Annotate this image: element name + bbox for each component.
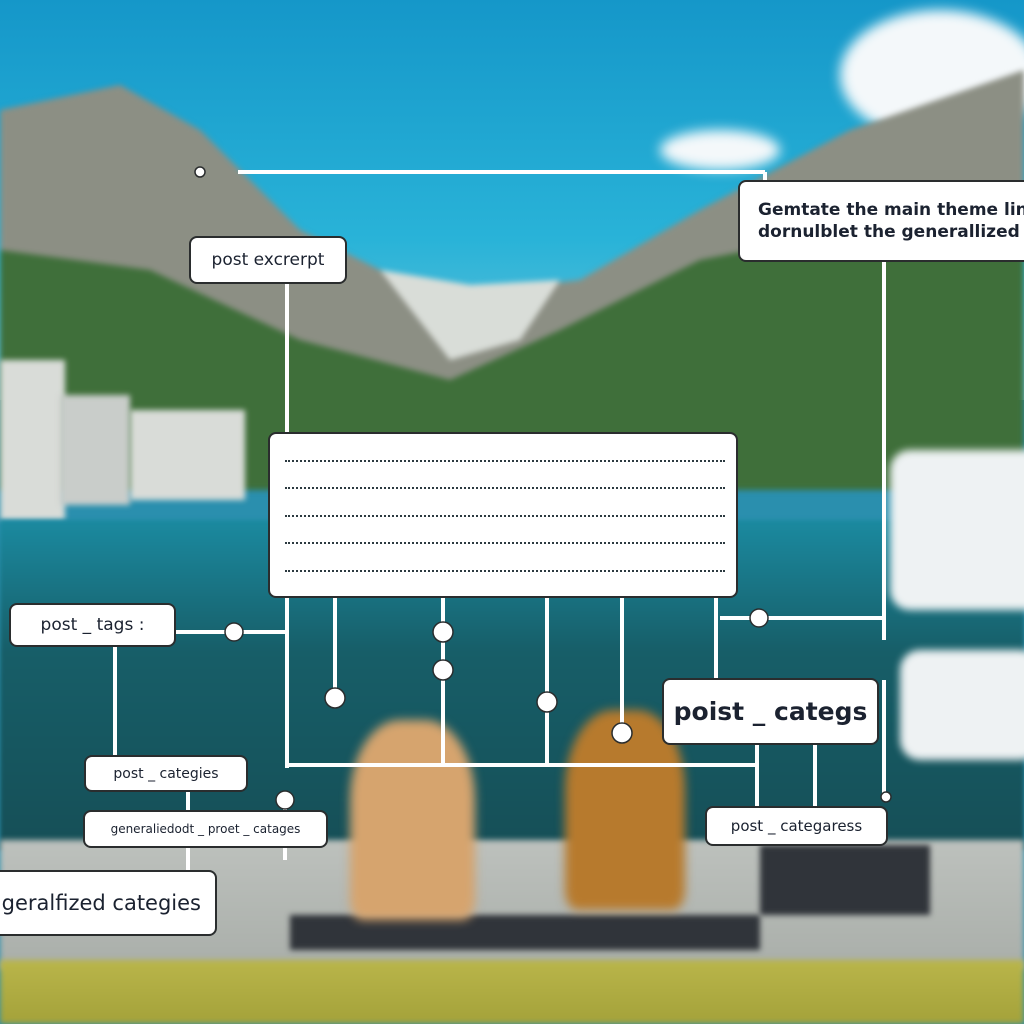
- post-excerpt-box: post excrerpt: [189, 236, 347, 284]
- building: [0, 360, 65, 520]
- building: [60, 395, 130, 505]
- building: [130, 410, 245, 500]
- text-placeholder-line: [285, 460, 725, 462]
- theme-line-1: Gemtate the main theme lin at: [758, 200, 1024, 220]
- poist-categs-label: poist _ categs: [673, 697, 868, 726]
- post-tags-box: post _ tags :: [9, 603, 176, 647]
- theme-note-box: Gemtate the main theme lin at dornulblet…: [738, 180, 1024, 262]
- post-categies-box: post _ categies: [84, 755, 248, 792]
- post-categaress-label: post _ categaress: [730, 817, 863, 835]
- text-placeholder-line: [285, 570, 725, 572]
- grass: [0, 960, 1024, 1024]
- person: [350, 720, 475, 920]
- poist-categs-box: poist _ categs: [662, 678, 879, 745]
- text-placeholder-line: [285, 487, 725, 489]
- boat: [900, 650, 1024, 760]
- boat: [890, 450, 1024, 610]
- theme-line-2: dornulblet the generallized vleao: [758, 222, 1024, 242]
- bench: [290, 915, 760, 950]
- bench: [760, 845, 930, 915]
- post-excerpt-label: post excrerpt: [211, 250, 325, 270]
- text-placeholder-line: [285, 515, 725, 517]
- text-placeholder-line: [285, 542, 725, 544]
- post-categaress-box: post _ categaress: [705, 806, 888, 846]
- generalized-categories-box: geralfized categies: [0, 870, 217, 936]
- generalied-categories-label: generaliedodt _ proet _ catages: [110, 822, 301, 836]
- post-categies-label: post _ categies: [113, 765, 219, 782]
- mountains: [0, 70, 1024, 490]
- post-tags-label: post _ tags :: [40, 615, 145, 635]
- generalied-categories-box: generaliedodt _ proet _ catages: [83, 810, 328, 848]
- generalized-categories-label: geralfized categies: [1, 891, 201, 915]
- cloud: [660, 130, 780, 170]
